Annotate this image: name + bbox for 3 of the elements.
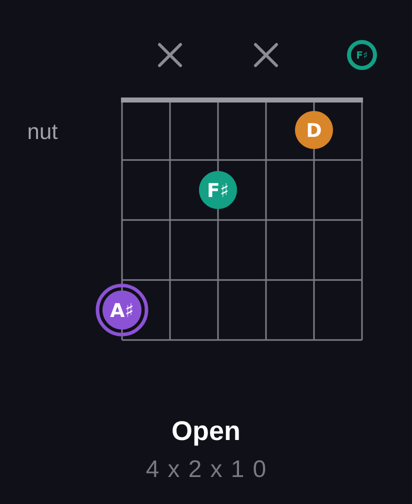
fingering-text: 4 x 2 x 1 0 xyxy=(146,460,266,478)
chord-name: Open xyxy=(172,421,239,446)
nut-label: nut xyxy=(28,124,58,140)
